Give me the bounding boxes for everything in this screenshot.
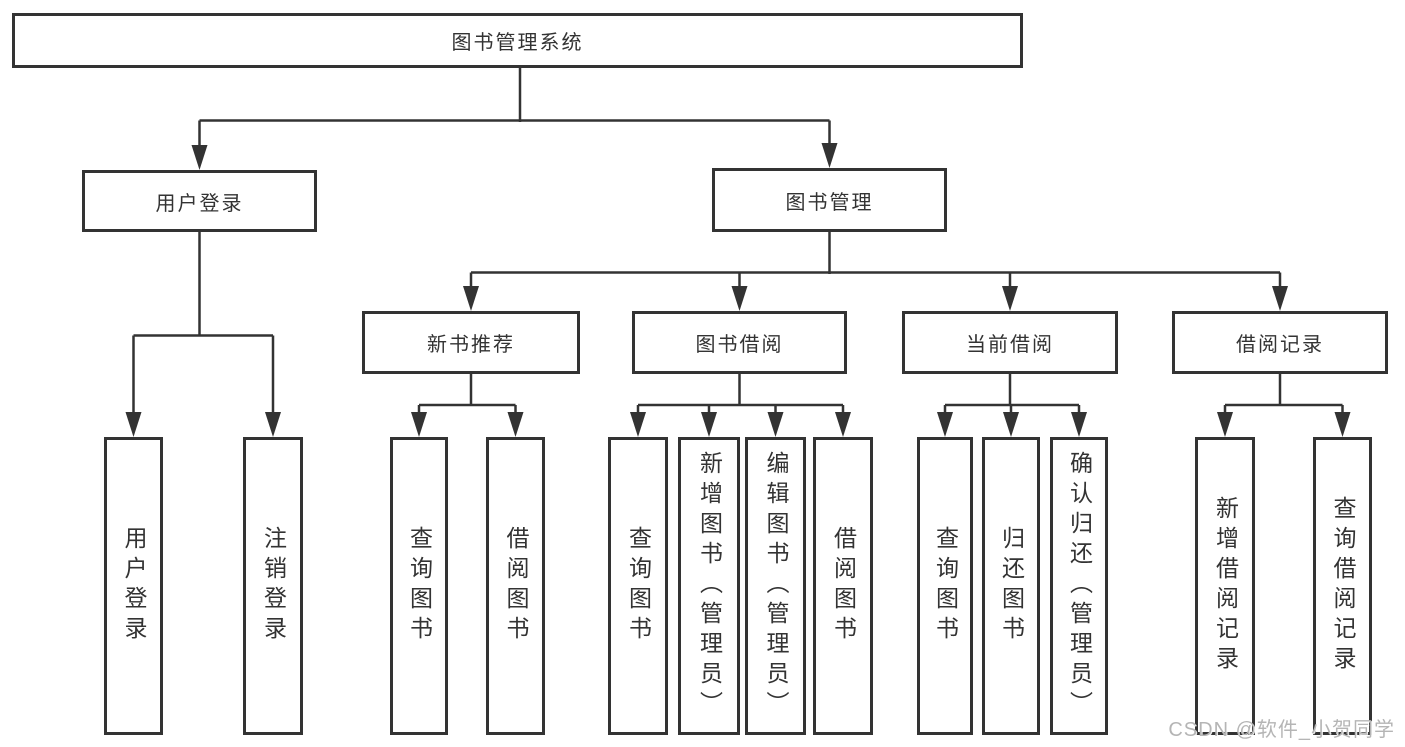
node-label: 注销登录 bbox=[260, 526, 287, 646]
leaf-edit-book-admin: 编辑图书（管理员） bbox=[745, 437, 806, 735]
node-new-book-recommend: 新书推荐 bbox=[362, 311, 580, 374]
node-label: 借阅记录 bbox=[1236, 334, 1324, 356]
node-user-login: 用户登录 bbox=[82, 170, 317, 232]
node-label: 借阅图书 bbox=[830, 526, 857, 646]
node-label: 借阅图书 bbox=[503, 526, 529, 646]
node-label: 查询图书 bbox=[625, 526, 652, 646]
node-label: 新增借阅记录 bbox=[1212, 496, 1239, 676]
csdn-watermark: CSDN @软件_小贺同学 bbox=[1168, 719, 1395, 741]
node-label: 查询图书 bbox=[932, 526, 959, 646]
arrowhead-down-icons bbox=[125, 143, 1351, 437]
leaf-borrow-book-recommend: 借阅图书 bbox=[486, 437, 545, 735]
node-label: 图书管理 bbox=[785, 191, 874, 214]
leaf-query-books-borrowing: 查询图书 bbox=[608, 437, 668, 735]
leaf-return-book: 归还图书 bbox=[982, 437, 1040, 735]
leaf-user-login: 用户登录 bbox=[104, 437, 163, 735]
leaf-add-borrow-record: 新增借阅记录 bbox=[1195, 437, 1255, 735]
node-label: 查询图书 bbox=[406, 526, 433, 646]
node-current-borrowing: 当前借阅 bbox=[902, 311, 1118, 374]
leaf-query-borrow-record: 查询借阅记录 bbox=[1313, 437, 1372, 735]
node-label: 归还图书 bbox=[998, 526, 1025, 646]
leaf-confirm-return-admin: 确认归还（管理员） bbox=[1050, 437, 1108, 735]
leaf-query-books-current: 查询图书 bbox=[917, 437, 973, 735]
node-label: 新书推荐 bbox=[427, 334, 515, 356]
node-label: 用户登录 bbox=[121, 526, 147, 646]
node-book-borrowing: 图书借阅 bbox=[632, 311, 847, 374]
node-label: 图书管理系统 bbox=[451, 32, 584, 54]
node-library-management-system: 图书管理系统 bbox=[12, 13, 1023, 68]
node-borrowing-records: 借阅记录 bbox=[1172, 311, 1388, 374]
node-label: 用户登录 bbox=[155, 192, 244, 215]
node-label: 新增图书（管理员） bbox=[696, 451, 723, 721]
node-label: 查询借阅记录 bbox=[1330, 496, 1356, 676]
node-label: 确认归还（管理员） bbox=[1066, 451, 1093, 721]
leaf-logout: 注销登录 bbox=[243, 437, 303, 735]
node-label: 图书借阅 bbox=[695, 334, 784, 356]
leaf-add-book-admin: 新增图书（管理员） bbox=[678, 437, 740, 735]
node-label: 编辑图书（管理员） bbox=[763, 451, 789, 721]
leaf-borrow-book: 借阅图书 bbox=[813, 437, 873, 735]
leaf-query-books-recommend: 查询图书 bbox=[390, 437, 448, 735]
node-label: 当前借阅 bbox=[966, 334, 1054, 356]
node-book-management: 图书管理 bbox=[712, 168, 947, 232]
